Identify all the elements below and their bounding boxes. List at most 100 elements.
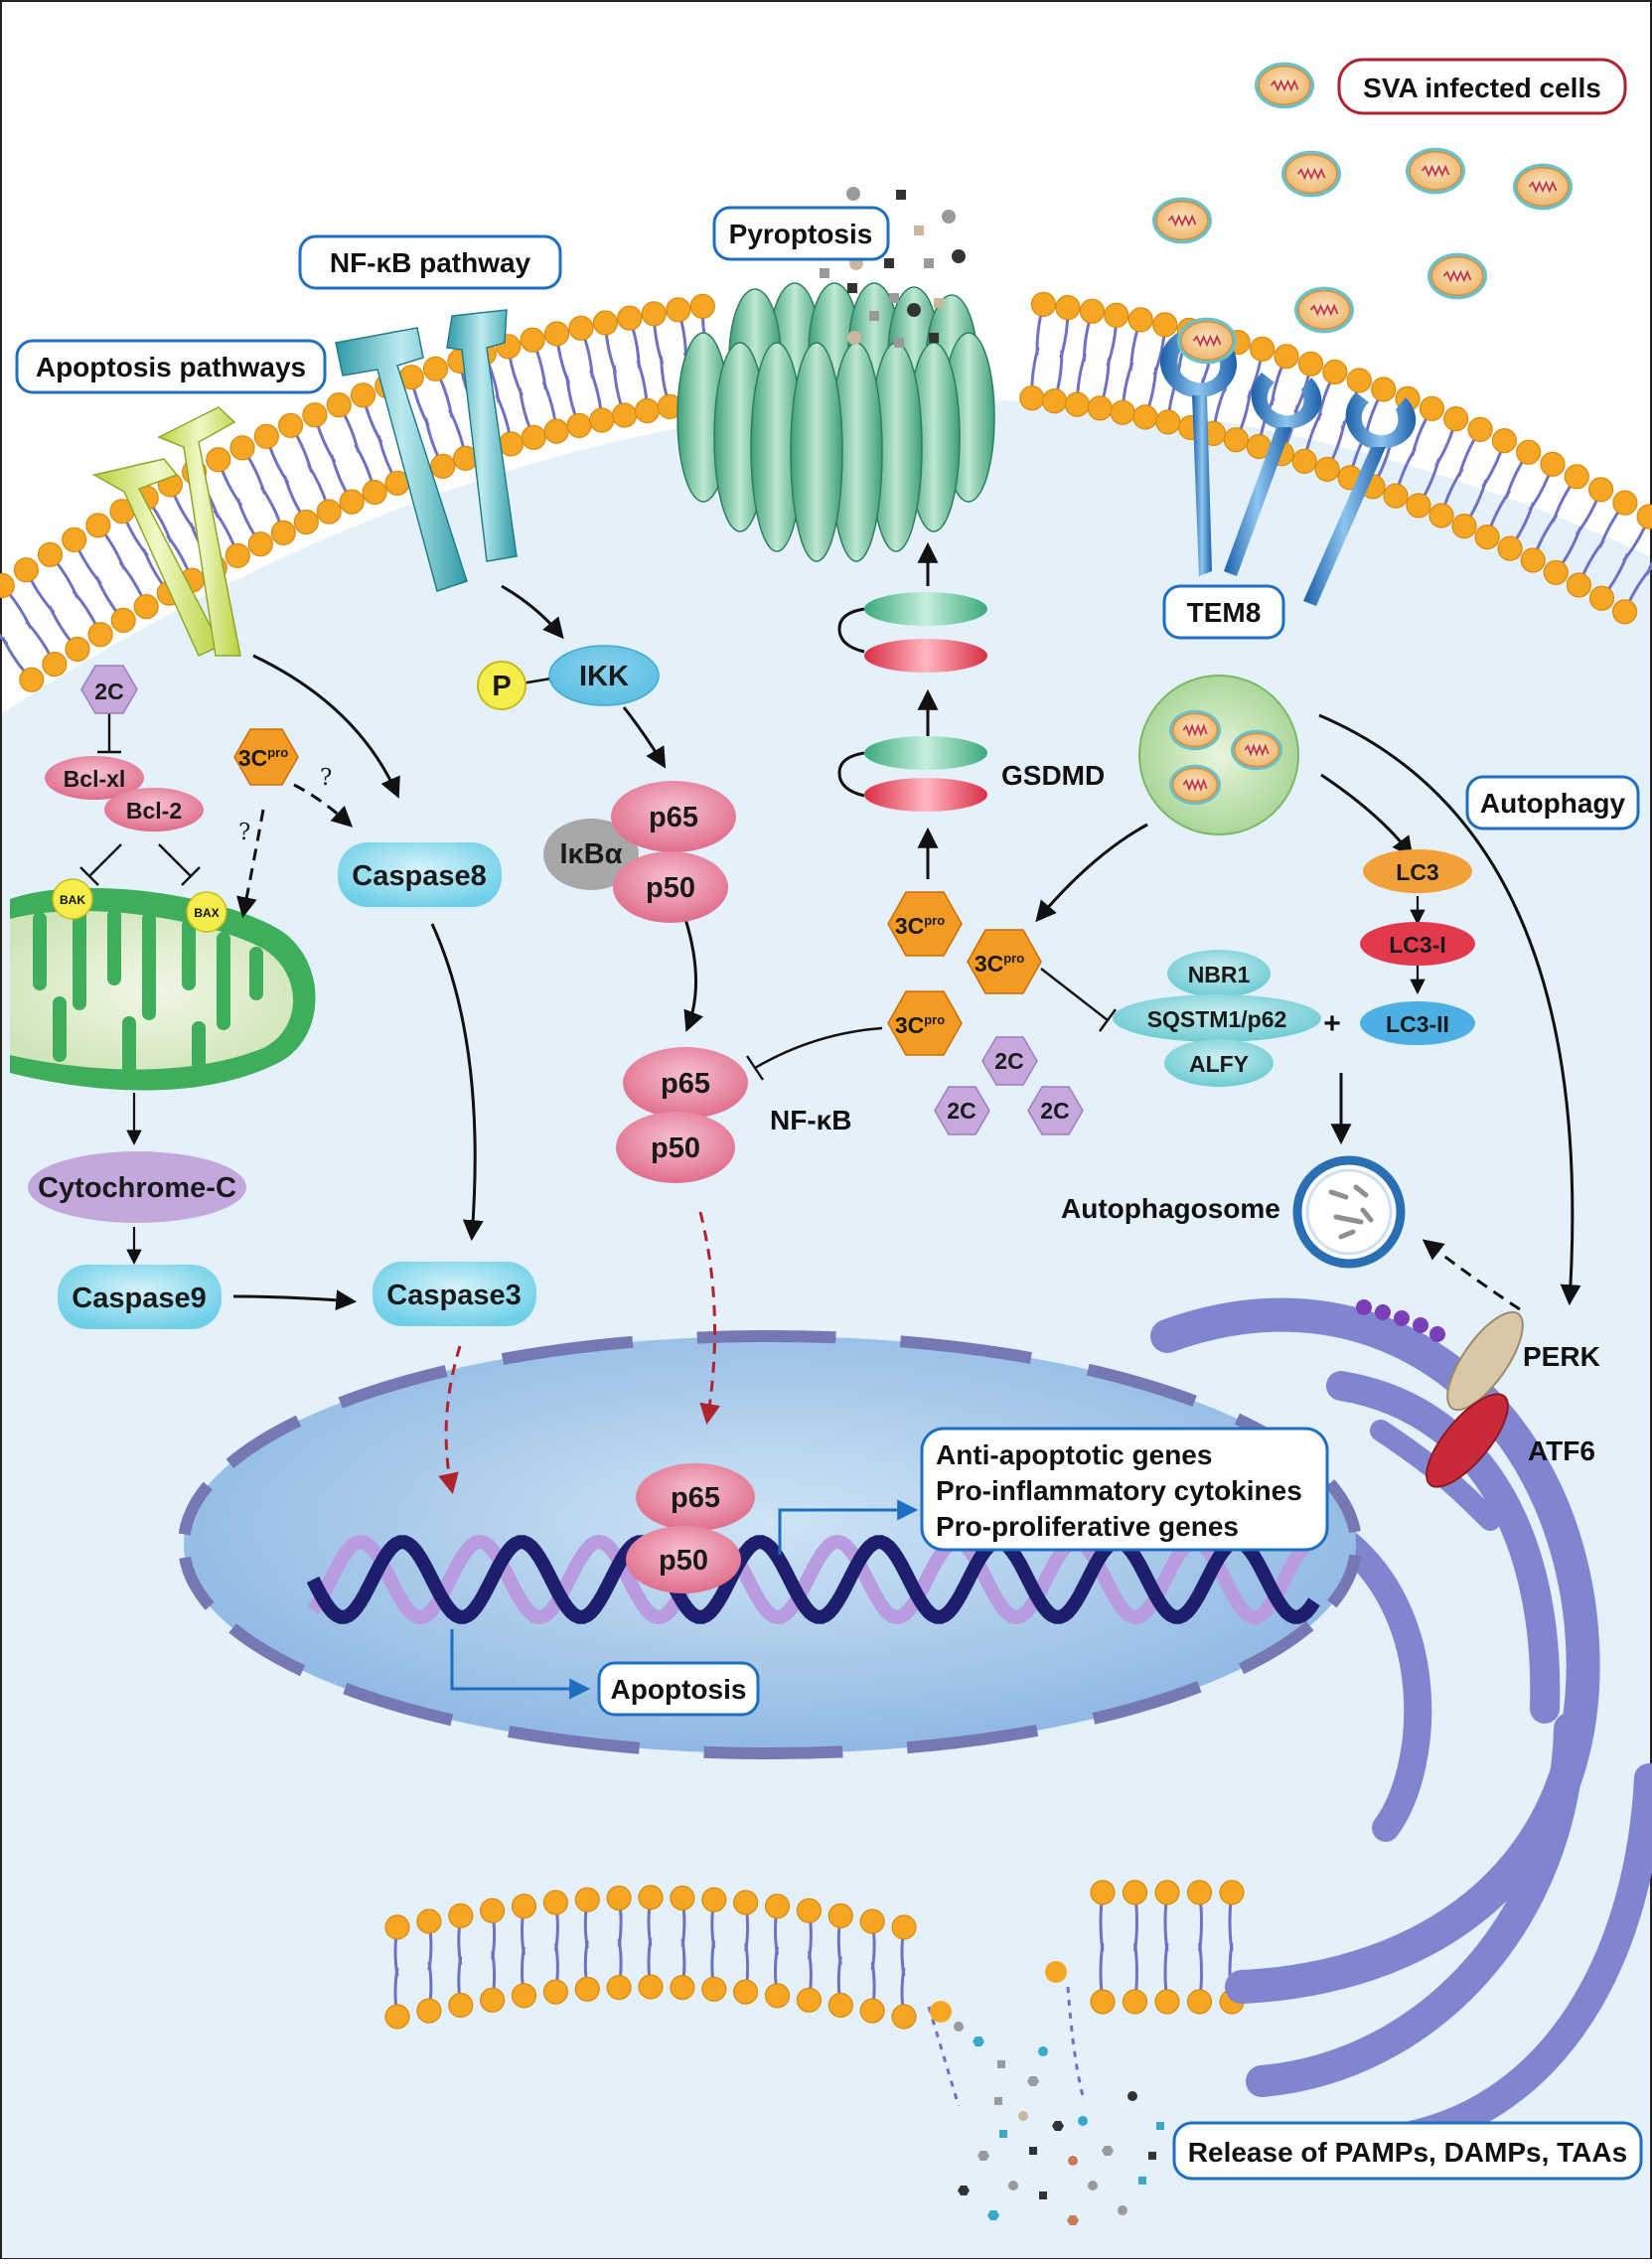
tem8-text: TEM8 <box>1187 597 1262 628</box>
2c-hexagon-left <box>80 665 138 714</box>
p50-cyto <box>613 851 728 923</box>
p65-nuclear-label: p65 <box>671 1482 720 1514</box>
p-ikk-link <box>521 677 552 685</box>
bax-label: BAX <box>194 906 219 920</box>
p50-nuclear-label: p50 <box>659 1545 708 1577</box>
caspase9-label: Caspase9 <box>72 1283 206 1314</box>
autophagy-box: Autophagy <box>1465 775 1640 830</box>
bcl-2 <box>104 788 204 831</box>
caspase9 <box>58 1265 222 1329</box>
ikba-label: IκBα <box>560 838 623 870</box>
sqstm1-label: SQSTM1/p62 <box>1147 1006 1287 1032</box>
2c-label-3: 2C <box>1040 1098 1069 1124</box>
sva-cells-text: SVA infected cells <box>1363 73 1601 103</box>
3cpro-label-1: 3Cpro <box>895 913 945 939</box>
p65-cyto-label: p65 <box>649 802 698 833</box>
lc3 <box>1363 849 1472 893</box>
lc3-i-label: LC3-I <box>1389 932 1446 958</box>
p65-cyto <box>611 781 736 852</box>
lc3-label: LC3 <box>1396 859 1438 885</box>
2c-label-2: 2C <box>947 1098 976 1124</box>
apoptosis-text: Apoptosis <box>611 1674 747 1705</box>
release-box: Release of PAMPs, DAMPs, TAAs <box>1172 2121 1643 2181</box>
pyroptosis-text: Pyroptosis <box>729 219 873 249</box>
3cpro-hexagons <box>887 891 1042 1056</box>
sva-virions <box>1152 62 1573 365</box>
caspase8-label: Caspase8 <box>352 860 486 892</box>
gsdmd-pore <box>676 282 995 562</box>
bcl-xl-label: Bcl-xl <box>64 766 126 792</box>
gene-line-1: Anti-apoptotic genes <box>936 1439 1212 1470</box>
nfkb-pathway-box: NF-κB pathway <box>298 234 562 290</box>
autophagosome <box>1292 1155 1406 1269</box>
sva-cells-box: SVA infected cells <box>1337 58 1627 115</box>
plus-sign: + <box>1323 1007 1341 1040</box>
alfy <box>1164 1039 1274 1087</box>
p65-free-label: p65 <box>661 1068 710 1100</box>
p50-nuclear <box>626 1526 741 1593</box>
3cpro-hexagon-apoptosis <box>233 728 299 786</box>
pathway-arrows <box>79 541 1581 1700</box>
vesicle-virions <box>1169 709 1282 806</box>
nbr1-label: NBR1 <box>1188 962 1251 987</box>
nfkb-receptor <box>335 309 518 592</box>
3cpro-label-3: 3Cpro <box>895 1012 945 1038</box>
p50-free <box>616 1112 735 1183</box>
plasma-membrane-top <box>0 291 1652 692</box>
p65-nuclear <box>636 1463 755 1531</box>
bcl-2-label: Bcl-2 <box>126 798 182 824</box>
p65-free <box>623 1047 748 1119</box>
phosphate <box>477 661 526 710</box>
tem8-box: TEM8 <box>1162 584 1285 640</box>
ikk-label: IKK <box>579 661 629 692</box>
caspase8 <box>338 842 502 907</box>
gsdmd-lower-pair <box>837 736 987 812</box>
bak-label: BAK <box>60 893 85 907</box>
dna-helix <box>306 1534 1320 1625</box>
lc3-ii-label: LC3-II <box>1386 1011 1449 1037</box>
apoptosis-receptor <box>91 406 241 657</box>
lc3-i <box>1360 922 1475 966</box>
perk-label: PERK <box>1523 1341 1600 1372</box>
gene-line-2: Pro-inflammatory cytokines <box>936 1475 1302 1506</box>
release-text: Release of PAMPs, DAMPs, TAAs <box>1188 2137 1627 2168</box>
nfkb-label: NF-κB <box>770 1105 851 1135</box>
caspase3-label: Caspase3 <box>386 1280 521 1311</box>
caspase3 <box>373 1262 536 1326</box>
3cpro-apoptosis-label: 3Cpro <box>238 745 288 771</box>
bax <box>186 891 227 933</box>
phosphate-label: P <box>492 671 511 702</box>
cytochrome-c-label: Cytochrome-C <box>38 1172 236 1204</box>
bak <box>52 878 93 920</box>
2c-label-1: 2C <box>994 1048 1023 1074</box>
question-mark-1: ? <box>320 765 332 791</box>
apoptosis-box: Apoptosis <box>597 1661 760 1717</box>
apoptosis-pathways-text: Apoptosis pathways <box>36 352 306 382</box>
3cpro-label-2: 3Cpro <box>975 951 1024 977</box>
nfkb-pathway-text: NF-κB pathway <box>330 247 531 278</box>
gsdmd-label: GSDMD <box>1001 760 1105 791</box>
gsdmd-upper-pair <box>837 592 987 673</box>
apoptosis-pathways-box: Apoptosis pathways <box>15 339 327 394</box>
autophagosome-label: Autophagosome <box>1061 1193 1280 1224</box>
nbr1 <box>1167 950 1271 997</box>
2c-left-label: 2C <box>94 679 123 704</box>
p50-free-label: p50 <box>651 1132 700 1164</box>
bcl-xl <box>45 756 144 800</box>
er-ribosomes <box>1356 1299 1445 1342</box>
sqstm1-p62 <box>1113 994 1321 1042</box>
plasma-membrane-bottom <box>384 1880 1245 2107</box>
cytochrome-c <box>28 1151 246 1223</box>
atf6-label: ATF6 <box>1528 1435 1595 1466</box>
question-mark-2: ? <box>238 820 250 845</box>
gene-line-3: Pro-proliferative genes <box>936 1511 1239 1542</box>
2c-hexagons <box>934 1036 1084 1135</box>
genes-box: Anti-apoptotic genes Pro-inflammatory cy… <box>920 1427 1329 1552</box>
endoplasmic-reticulum <box>1150 1297 1652 2151</box>
ikba <box>543 819 639 890</box>
alfy-label: ALFY <box>1189 1051 1249 1077</box>
autophagy-text: Autophagy <box>1480 788 1626 819</box>
mitochondrion <box>10 887 316 1091</box>
